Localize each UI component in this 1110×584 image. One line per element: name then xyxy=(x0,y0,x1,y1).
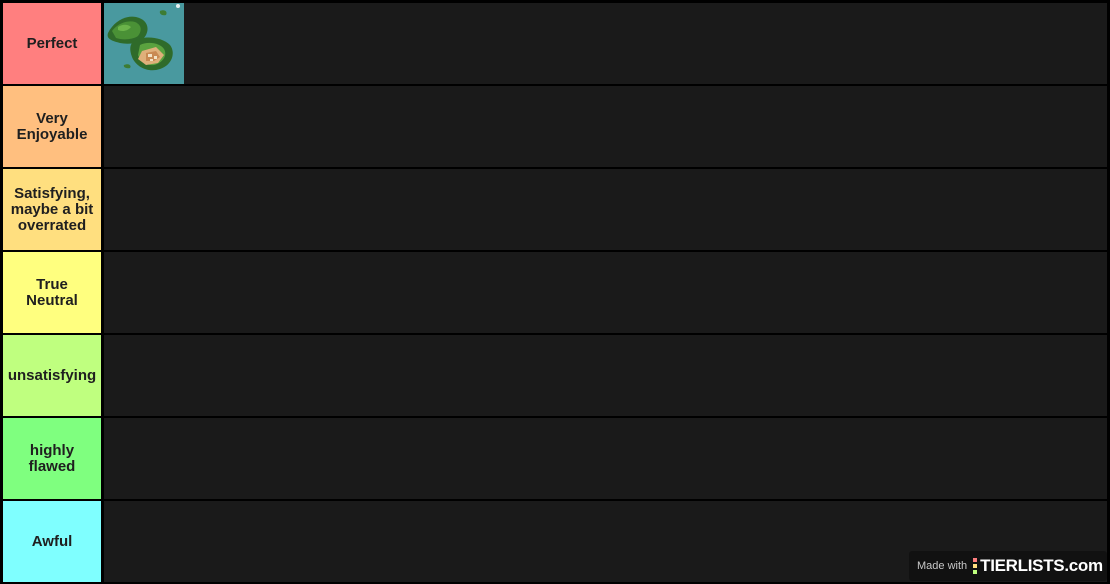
tier-label-line: Neutral xyxy=(26,291,78,309)
tier-label[interactable]: highly flawed xyxy=(3,418,101,499)
tier-items-dropzone[interactable] xyxy=(104,169,1107,250)
tier-label-line: True xyxy=(36,275,68,293)
tier-label-line: Very xyxy=(36,109,68,127)
tier-label-line: overrated xyxy=(17,216,87,234)
tier-label-line: maybe a bit xyxy=(10,200,94,218)
tier-row-true-neutral: True Neutral xyxy=(0,252,1110,333)
island-map-image xyxy=(104,3,184,84)
tier-row-satisfying: Satisfying, maybe a bit overrated xyxy=(0,169,1110,250)
tier-label-line: highly xyxy=(29,441,75,459)
tier-label-line: flawed xyxy=(28,457,76,475)
tier-label[interactable]: Very Enjoyable xyxy=(3,86,101,167)
tier-label-line: unsatisfying xyxy=(7,366,97,384)
tier-items-dropzone[interactable] xyxy=(104,418,1107,499)
tier-label[interactable]: True Neutral xyxy=(3,252,101,333)
tier-row-highly-flawed: highly flawed xyxy=(0,418,1110,499)
tier-label-line: Satisfying, xyxy=(14,184,90,202)
tier-label-line: Perfect xyxy=(26,34,78,52)
tier-row-very-enjoyable: Very Enjoyable xyxy=(0,86,1110,167)
tier-label-line: Enjoyable xyxy=(16,125,88,143)
watermark-brand: TIERLISTS.com xyxy=(980,556,1103,575)
logo-bar xyxy=(973,558,978,562)
tier-label[interactable]: unsatisfying xyxy=(3,335,101,416)
tierlists-logo-icon xyxy=(973,558,978,574)
tier-label-line: Awful xyxy=(31,532,73,550)
tier-row-perfect: Perfect xyxy=(0,3,1110,84)
tier-label[interactable]: Satisfying, maybe a bit overrated xyxy=(3,169,101,250)
tier-label[interactable]: Perfect xyxy=(3,3,101,84)
logo-bar xyxy=(973,570,978,574)
tier-row-unsatisfying: unsatisfying xyxy=(0,335,1110,416)
tier-items-dropzone[interactable] xyxy=(104,3,1107,84)
watermark-made-with: Made with xyxy=(917,560,968,572)
tierlists-watermark[interactable]: Made with TIERLISTS.com xyxy=(909,551,1107,581)
tier-items-dropzone[interactable] xyxy=(104,335,1107,416)
tier-items-dropzone[interactable] xyxy=(104,86,1107,167)
tier-items-dropzone[interactable] xyxy=(104,252,1107,333)
logo-bar xyxy=(973,564,978,568)
tier-label[interactable]: Awful xyxy=(3,501,101,582)
island-map-thumbnail[interactable] xyxy=(104,3,184,84)
